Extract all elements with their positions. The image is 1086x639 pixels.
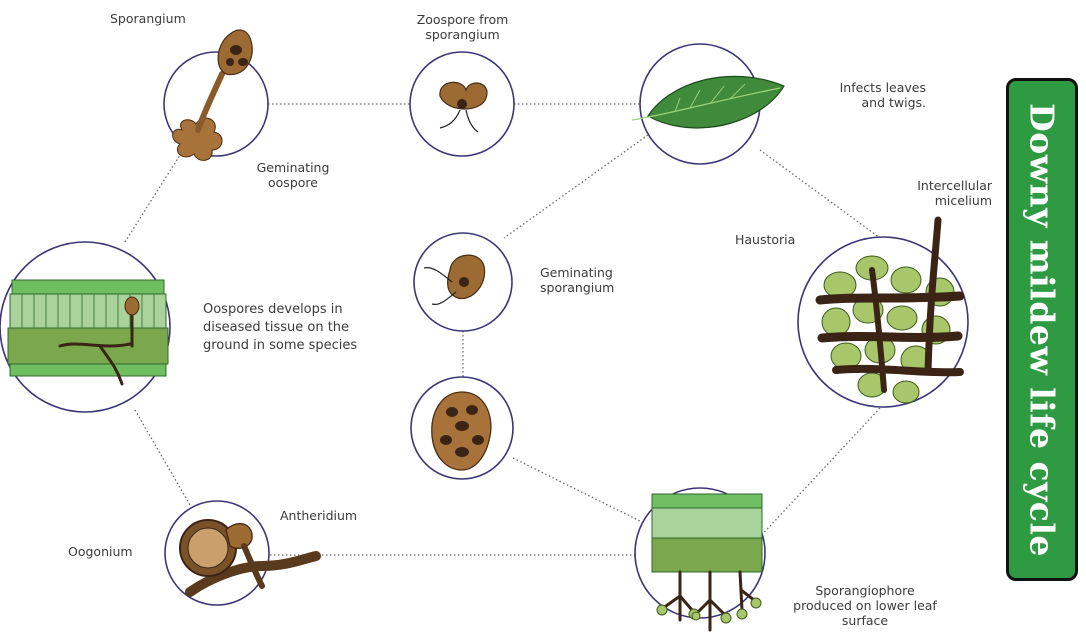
label-line: Intercellular (902, 178, 992, 193)
connector-leaf-geminating-sporangium (504, 135, 648, 238)
label-line: oospore (248, 175, 338, 190)
connector-oospores-antheridium (135, 410, 190, 505)
connector-oospores-sporangium (125, 155, 180, 242)
oospores-tissue-illustration (8, 280, 168, 384)
label-sporangiophore: Sporangiophore produced on lower leaf su… (790, 583, 940, 628)
label-sporangium: Sporangium (110, 11, 186, 26)
label-line: Geminating (540, 265, 614, 280)
label-oospores-develops: Oospores develops in diseased tissue on … (203, 301, 357, 355)
label-line: ground in some species (203, 337, 357, 355)
connector-sporangium-sporangiophore (513, 458, 648, 525)
diagram-title: Downy mildew life cycle (1023, 103, 1062, 557)
label-line: Infects leaves (826, 80, 926, 95)
label-line: sporangium (405, 27, 520, 42)
label-oogonium: Oogonium (68, 544, 133, 559)
label-antheridium: Antheridium (280, 508, 357, 523)
label-line: produced on lower leaf (790, 598, 940, 613)
label-line: sporangium (540, 280, 614, 295)
label-geminating-sporangium: Geminating sporangium (540, 265, 614, 295)
label-line: Sporangiophore (790, 583, 940, 598)
label-line: diseased tissue on the (203, 319, 357, 337)
label-intercellular: Intercellular micelium (902, 178, 992, 208)
label-line: Zoospore from (405, 12, 520, 27)
connector-mycelium-sporangiophore (757, 408, 880, 540)
label-line: and twigs. (826, 95, 926, 110)
label-line: surface (790, 613, 940, 628)
sporangium-mature-illustration (432, 392, 491, 470)
title-banner: Downy mildew life cycle (1006, 78, 1078, 581)
label-infects: Infects leaves and twigs. (826, 80, 926, 110)
label-line: micelium (902, 193, 992, 208)
label-line: Oospores develops in (203, 301, 357, 319)
label-zoospore: Zoospore from sporangium (405, 12, 520, 42)
connector-leaf-mycelium (760, 150, 880, 238)
label-line: Geminating (248, 160, 338, 175)
label-haustoria: Haustoria (735, 232, 795, 247)
label-geminating-oospore: Geminating oospore (248, 160, 338, 190)
